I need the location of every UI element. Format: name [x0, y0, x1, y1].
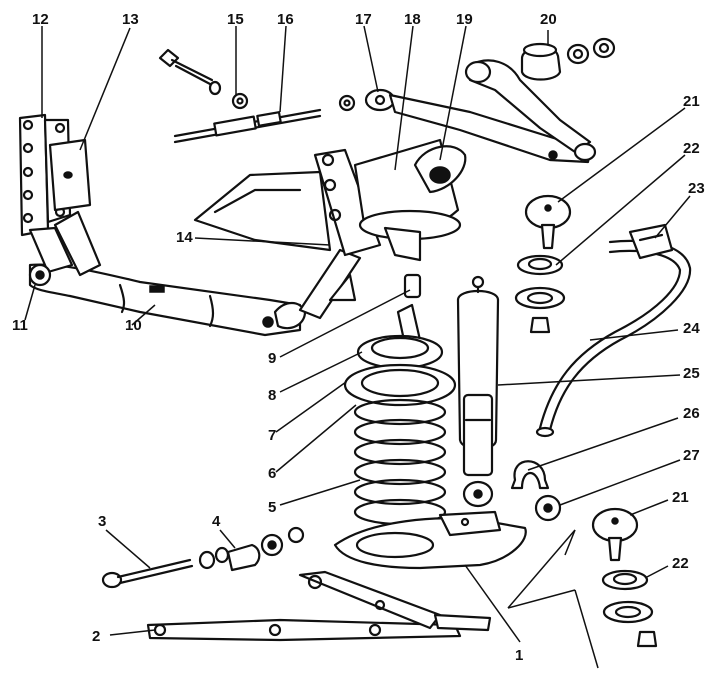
callout-5: 5	[268, 499, 276, 516]
adjusting-rod	[173, 94, 356, 144]
callout-3: 3	[98, 513, 106, 530]
bolt-and-washer	[158, 48, 249, 110]
callout-10: 10	[125, 317, 142, 334]
callout-21-upper: 21	[683, 93, 700, 110]
callout-12: 12	[32, 11, 49, 28]
lower-control-arm	[333, 510, 527, 570]
upper-ball-joint	[514, 194, 572, 334]
callout-27: 27	[683, 447, 700, 464]
callout-6: 6	[268, 465, 276, 482]
spring-tower	[193, 138, 467, 299]
cross-member	[28, 248, 362, 337]
callout-26: 26	[683, 405, 700, 422]
callout-23: 23	[688, 180, 705, 197]
callout-19: 19	[456, 11, 473, 28]
leader-lines	[24, 25, 691, 643]
callout-8: 8	[268, 387, 276, 404]
coil-spring-assembly	[343, 303, 457, 526]
callout-17: 17	[355, 11, 372, 28]
callout-18: 18	[404, 11, 421, 28]
callout-15: 15	[227, 11, 244, 28]
stabilizer-bar	[510, 223, 692, 522]
callout-labels: 1 2 3 4 5 6 7 8 9 10 11 12 13 14 15 16 1…	[12, 11, 705, 664]
upper-control-arm	[364, 59, 597, 164]
callout-21-lower: 21	[672, 489, 689, 506]
callout-7: 7	[268, 427, 276, 444]
callout-25: 25	[683, 365, 700, 382]
callout-16: 16	[277, 11, 294, 28]
callout-13: 13	[122, 11, 139, 28]
arm-bushings	[520, 37, 616, 81]
group-bracket	[507, 529, 599, 669]
lower-ball-joint	[591, 507, 658, 648]
callout-22-lower: 22	[672, 555, 689, 572]
callout-9: 9	[268, 350, 276, 367]
strut-rod	[101, 526, 305, 589]
callout-1: 1	[515, 647, 523, 664]
callout-11: 11	[12, 317, 28, 334]
callout-24: 24	[683, 320, 700, 337]
callout-14: 14	[176, 229, 193, 246]
callout-4: 4	[212, 513, 221, 530]
callout-20: 20	[540, 11, 557, 28]
lower-arm-assembly	[146, 570, 492, 642]
body-bracket	[18, 113, 102, 287]
shock-absorber	[456, 275, 500, 508]
callout-22-upper: 22	[683, 140, 700, 157]
callout-2: 2	[92, 628, 100, 645]
